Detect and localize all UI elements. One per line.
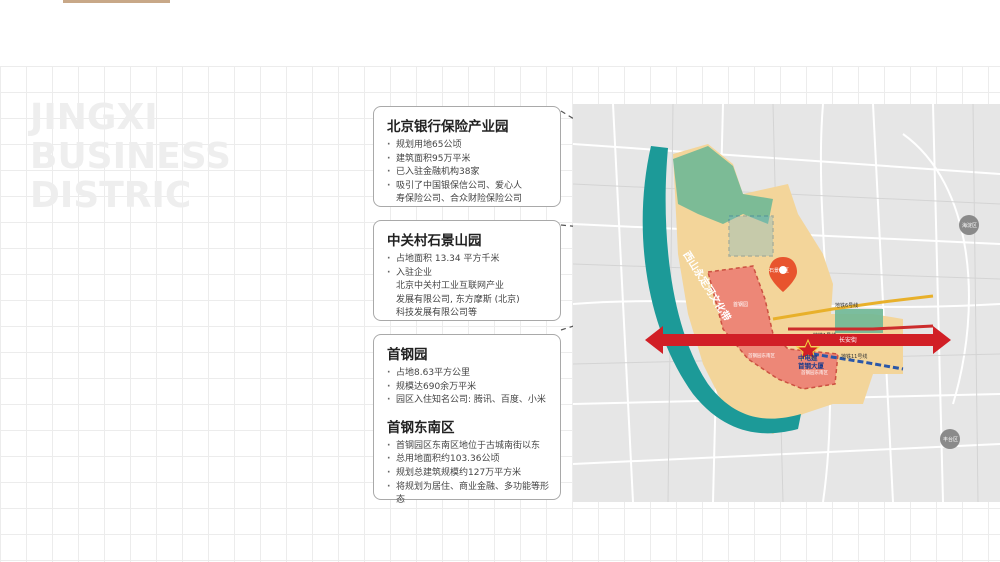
metro-line-1 [788,324,934,331]
card-list: 规划用地65公顷 建筑面积95万平米 已入驻金融机构38家 吸引了中国银保信公司… [387,139,550,207]
card-zgc-shijingshan: 中关村石景山园 占地面积 13.34 平方千米 入驻企业 北京中关村工业互联网产… [373,220,561,321]
bank-park-box [728,215,774,257]
fengtai-badge-icon [940,429,960,449]
card-item: 将规划为居住、商业金融、多功能等形态 [387,481,550,508]
card-item: 总用地面积约103.36公顷 [387,453,550,467]
card-item: 吸引了中国银保信公司、爱心人 [387,180,550,194]
small-label: 首钢园东南区 [801,369,828,376]
card-item: 规划用地65公顷 [387,139,550,153]
card-item: 入驻企业 [387,267,550,281]
background-watermark-title: JINGXI BUSINESS DISTRIC [30,97,231,216]
card-item: 规划总建筑规模约127万平方米 [387,467,550,481]
card-item: 发展有限公司, 东方摩斯 (北京) [396,294,520,305]
haidian-badge-label: 海淀区 [962,222,977,229]
landmark-star-icon [795,338,821,362]
top-accent-bar [63,0,170,3]
shougang-red-zone [707,265,839,390]
card-item: 规模达690余万平米 [387,381,550,395]
card-title: 中关村石景山园 [387,233,482,249]
haidian-badge-icon [959,215,979,235]
card-list: 首钢园区东南区地位于古城南街以东 总用地面积约103.36公顷 规划总建筑规模约… [387,440,550,508]
card-item: 寿保险公司、合众财险保险公司 [396,194,523,205]
card-item: 占地8.63平方公里 [387,367,550,381]
metro-label-6: 地铁6号线 [835,302,858,309]
card-list: 占地8.63平方公里 规模达690余万平米 园区入住知名公司: 腾讯、百度、小米 [387,367,550,408]
small-label: 首钢园东南区 [748,352,775,359]
card-item: 园区入住知名公司: 腾讯、百度、小米 [387,394,550,408]
card-title: 北京银行保险产业园 [387,119,509,135]
card-item: 北京中关村工业互联网产业 [396,281,505,292]
map-svg: 西山永定河文化带 地铁6号线 地铁1号线 地铁11号线 长安街 石景山区 中电建… [573,104,1000,502]
green-area-north [673,146,773,224]
card-shougang-park: 首钢园 占地8.63平方公里 规模达690余万平米 园区入住知名公司: 腾讯、百… [373,334,561,505]
card-item: 首钢园区东南区地位于古城南街以东 [387,440,550,454]
shougang-label: 首钢园 [733,301,748,308]
fengtai-badge-label: 丰台区 [943,436,958,443]
changan-axis-arrow [645,326,951,354]
district-pin-icon [769,257,797,292]
avenue-label: 长安街 [839,336,857,344]
card-item: 建筑面积95万平米 [387,153,550,167]
card-item: 占地面积 13.34 平方千米 [387,253,550,267]
pin-dot [779,266,787,274]
metro-label-11: 地铁11号线 [841,353,867,360]
card-subtitle: 首钢东南区 [387,419,455,436]
metro-line-11 [812,352,904,371]
landmark-label: 中电建首钢大厦 [798,353,825,370]
district-map[interactable]: 西山永定河文化带 地铁6号线 地铁1号线 地铁11号线 长安街 石景山区 中电建… [573,104,1000,502]
card-list: 占地面积 13.34 平方千米 入驻企业 北京中关村工业互联网产业 发展有限公司… [387,253,550,321]
metro-line-6 [772,294,934,321]
card-title: 首钢园 [387,347,428,363]
river-culture-band [642,146,801,434]
card-item: 已入驻金融机构38家 [387,166,550,180]
card-item: 科技发展有限公司等 [396,308,478,319]
card-bank-insurance-park: 北京银行保险产业园 规划用地65公顷 建筑面积95万平米 已入驻金融机构38家 … [373,106,561,207]
district-label: 石景山区 [769,267,789,274]
